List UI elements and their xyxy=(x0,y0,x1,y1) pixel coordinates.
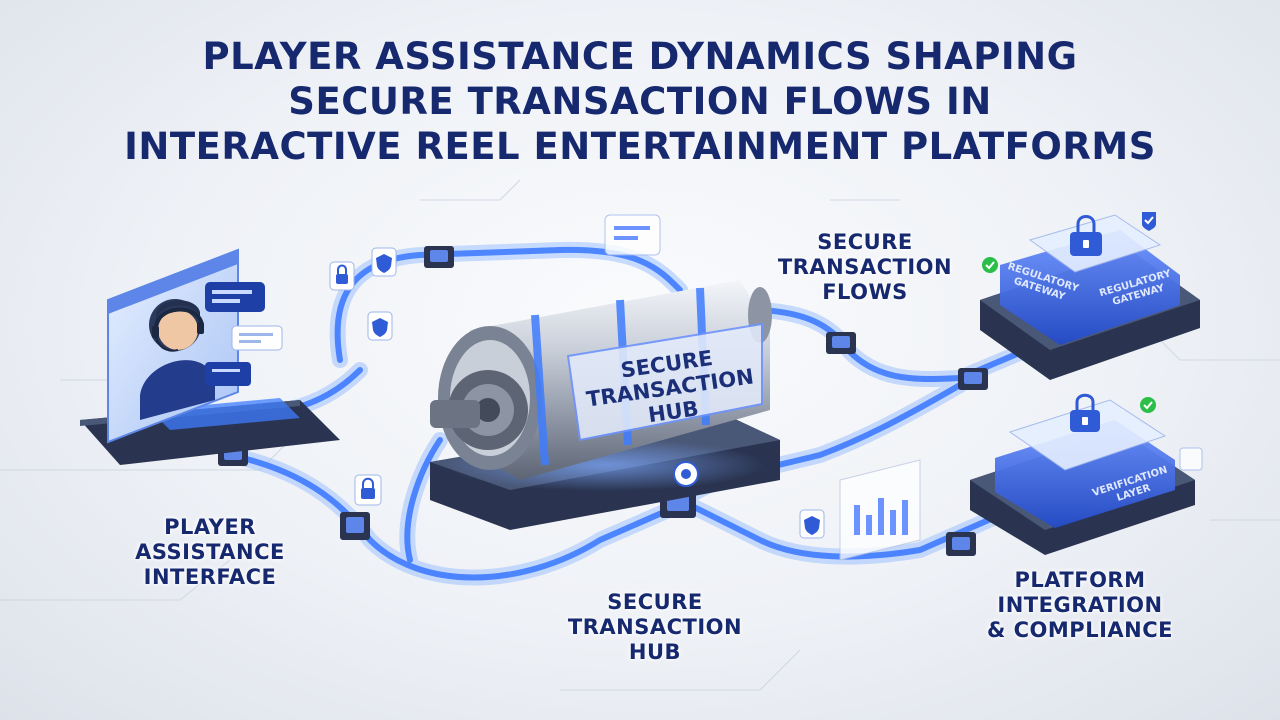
platform-integration-compliance-label: PLATFORM INTEGRATION & COMPLIANCE xyxy=(955,568,1205,643)
hub-label-line-2: TRANSACTION xyxy=(567,615,743,639)
padlock-icon xyxy=(1070,215,1102,256)
check-icon xyxy=(982,257,998,273)
headset-agent-icon xyxy=(152,307,204,352)
connector-node xyxy=(424,246,454,268)
title-line-2: SECURE TRANSACTION FLOWS IN xyxy=(288,80,992,123)
connector-node xyxy=(826,332,856,354)
player-label-line-2: ASSISTANCE xyxy=(135,540,285,564)
flows-label-line-1: SECURE xyxy=(817,230,913,254)
mini-panel-icon xyxy=(1179,447,1203,471)
pipe-connector-nodes xyxy=(218,246,1066,556)
target-icon xyxy=(673,461,699,487)
player-label-line-1: PLAYER xyxy=(164,515,256,539)
dashboard-panel xyxy=(839,459,921,561)
title-line-3: INTERACTIVE REEL ENTERTAINMENT PLATFORMS xyxy=(124,125,1156,168)
padlock-icon xyxy=(1070,393,1100,432)
player-assistance-interface xyxy=(80,248,340,465)
check-icon xyxy=(1140,397,1156,413)
secure-transaction-hub-label: SECURE TRANSACTION HUB xyxy=(555,590,755,665)
shield-icon xyxy=(371,247,397,277)
platform-label-line-1: PLATFORM xyxy=(1014,568,1146,592)
player-label-line-3: INTERFACE xyxy=(143,565,277,589)
shield-icon xyxy=(367,311,393,341)
shield-icon xyxy=(799,509,825,539)
platform-label-line-3: & COMPLIANCE xyxy=(987,618,1173,642)
secure-transaction-flows-label: SECURE TRANSACTION FLOWS xyxy=(770,230,960,305)
verification-layer xyxy=(970,393,1195,555)
lock-icon xyxy=(329,261,355,291)
hub-label-line-1: SECURE xyxy=(607,590,703,614)
player-assistance-interface-label: PLAYER ASSISTANCE INTERFACE xyxy=(110,515,310,590)
chat-bubble-icon xyxy=(205,282,265,312)
transaction-flow-pipes xyxy=(222,241,1058,586)
page-title: PLAYER ASSISTANCE DYNAMICS SHAPING SECUR… xyxy=(60,34,1220,169)
chat-bubble-icon xyxy=(604,214,661,256)
flows-label-line-2: TRANSACTION xyxy=(777,255,953,279)
connector-node xyxy=(958,368,988,390)
regulatory-gateway xyxy=(980,214,1200,380)
hub-label-line-3: HUB xyxy=(628,640,682,664)
chat-bubble-icon xyxy=(205,362,251,386)
title-line-1: PLAYER ASSISTANCE DYNAMICS SHAPING xyxy=(202,35,1078,78)
platform-label-line-2: INTEGRATION xyxy=(997,593,1163,617)
secure-transaction-hub-cylinder xyxy=(430,280,772,480)
connector-node xyxy=(946,532,976,556)
flows-label-line-3: FLOWS xyxy=(822,280,908,304)
chat-bubble-icon xyxy=(231,325,283,351)
check-icon xyxy=(1142,212,1156,231)
lock-icon xyxy=(354,474,382,506)
connector-node xyxy=(340,512,370,540)
